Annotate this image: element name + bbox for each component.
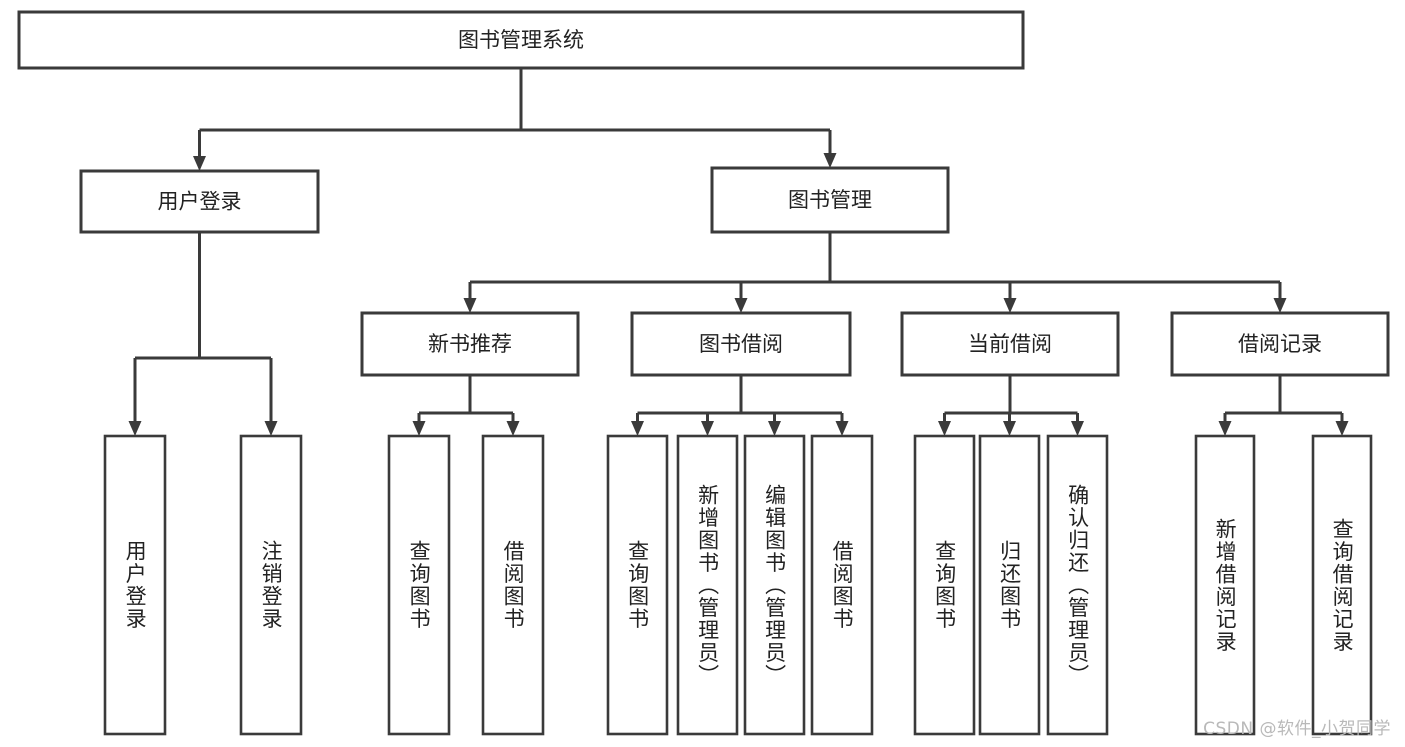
node-box-user-login[interactable] — [79, 169, 320, 234]
arrow-head — [1335, 421, 1349, 436]
node-box-leaf-confirm-return[interactable] — [1046, 434, 1109, 736]
node-box-leaf-query-borrow-record[interactable] — [1311, 434, 1373, 736]
node-box-leaf-user-logout[interactable] — [239, 434, 303, 736]
arrow-head — [1003, 421, 1016, 436]
node-label-user-login: 用户登录 — [158, 190, 242, 214]
node-box-leaf-query-book-borrow[interactable] — [606, 434, 669, 736]
arrow-head — [264, 421, 278, 436]
node-label-current-borrow: 当前借阅 — [968, 332, 1052, 356]
node-label-root: 图书管理系统 — [458, 28, 584, 52]
boxes-layer — [17, 10, 1390, 736]
node-label-book-management: 图书管理 — [788, 188, 872, 212]
arrow-head — [1071, 421, 1084, 436]
node-box-leaf-user-login[interactable] — [103, 434, 167, 736]
node-box-new-book-recommend[interactable] — [360, 311, 580, 377]
arrow-head — [1218, 421, 1232, 436]
node-box-book-borrow[interactable] — [630, 311, 852, 377]
node-box-leaf-borrow-book-recommend[interactable] — [481, 434, 545, 736]
node-box-book-management[interactable] — [710, 166, 950, 234]
node-box-leaf-query-book-recommend[interactable] — [387, 434, 451, 736]
arrow-head — [938, 421, 951, 436]
arrow-head — [193, 156, 206, 171]
arrow-head — [734, 298, 748, 313]
edges-layer — [128, 68, 1349, 436]
arrow-head — [768, 421, 781, 436]
arrow-head — [835, 421, 849, 436]
node-box-borrow-record[interactable] — [1170, 311, 1390, 377]
arrow-head — [128, 421, 142, 436]
node-label-new-book-recommend: 新书推荐 — [428, 332, 512, 356]
node-label-borrow-record: 借阅记录 — [1238, 332, 1322, 356]
arrow-head — [412, 421, 426, 436]
arrow-head — [463, 298, 477, 313]
node-box-leaf-add-borrow-record[interactable] — [1194, 434, 1256, 736]
node-box-leaf-return-book[interactable] — [978, 434, 1041, 736]
arrow-head — [506, 421, 520, 436]
node-box-leaf-edit-book[interactable] — [743, 434, 806, 736]
node-box-leaf-query-book-current[interactable] — [913, 434, 976, 736]
arrow-head — [701, 421, 714, 436]
node-box-root[interactable] — [17, 10, 1025, 70]
arrow-head — [631, 421, 644, 436]
csdn-watermark: CSDN @软件_小贺同学 — [1203, 719, 1391, 739]
node-box-current-borrow[interactable] — [900, 311, 1120, 377]
node-box-leaf-add-book[interactable] — [676, 434, 739, 736]
node-box-leaf-borrow-book[interactable] — [810, 434, 874, 736]
arrow-head — [823, 153, 837, 168]
arrow-head — [1273, 298, 1287, 313]
arrow-head — [1003, 298, 1017, 313]
node-label-book-borrow: 图书借阅 — [699, 332, 783, 356]
